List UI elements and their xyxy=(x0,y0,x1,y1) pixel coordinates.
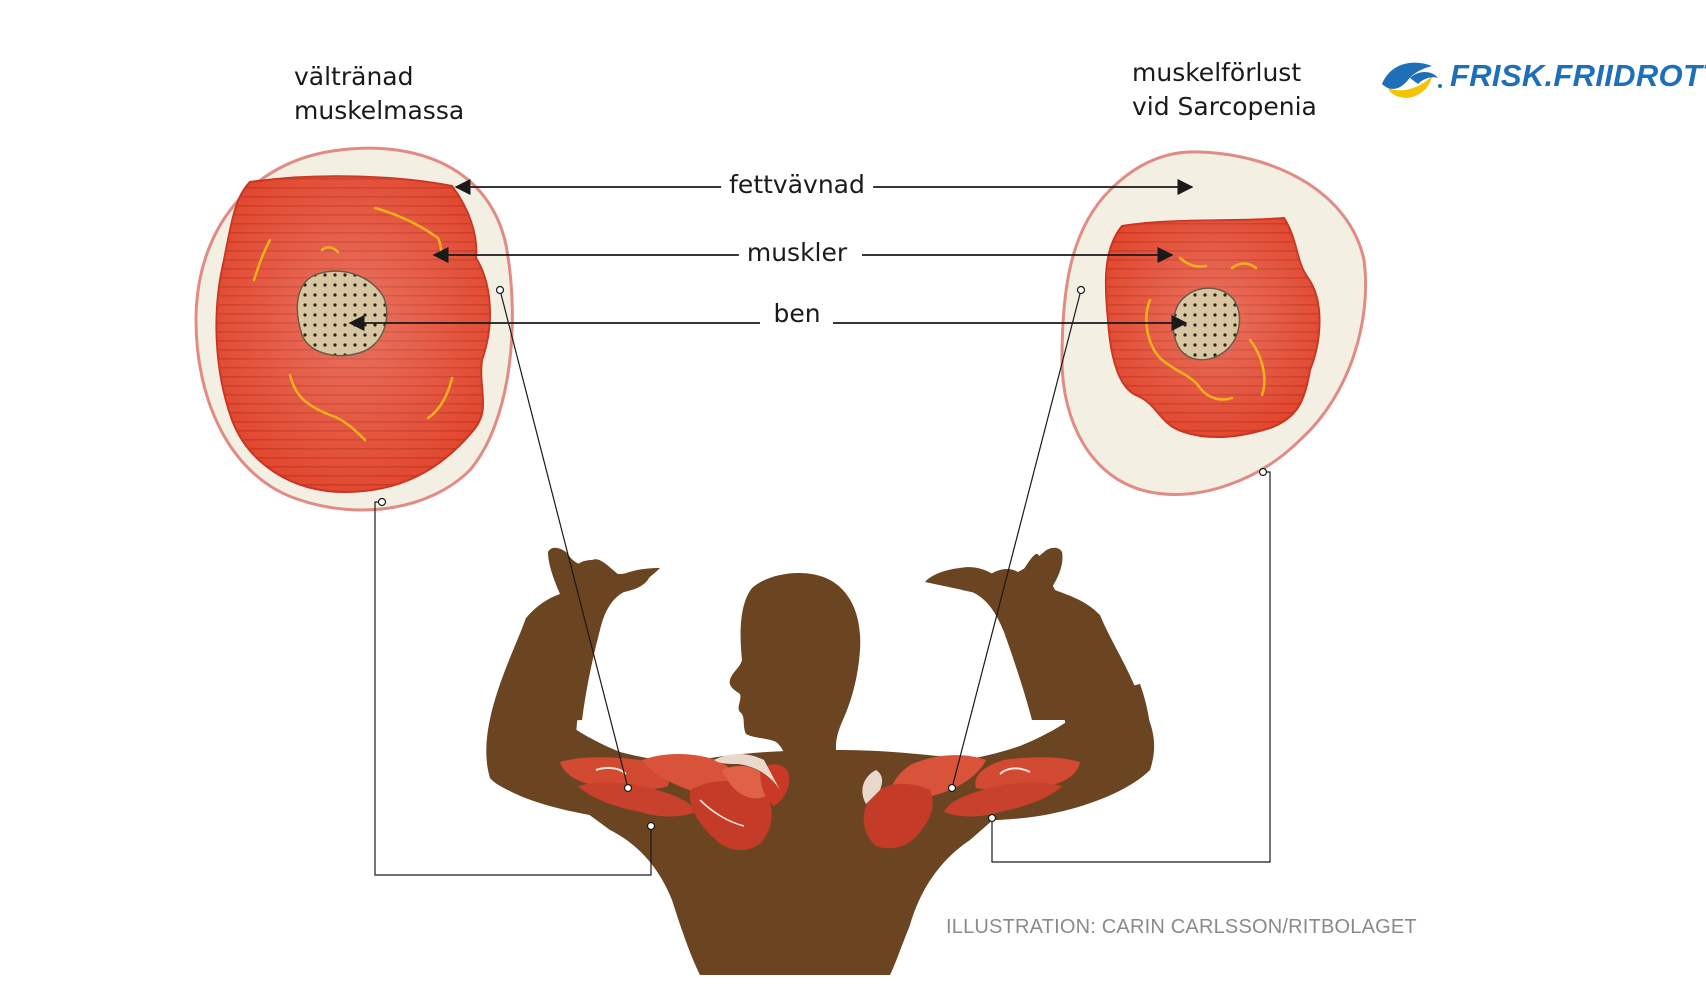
right-blood-vessels xyxy=(1145,256,1266,401)
label-arrows xyxy=(348,178,1194,332)
left-cross-section xyxy=(194,146,514,512)
right-shoulder-muscles xyxy=(862,755,1080,849)
right-heading: muskelförlust vid Sarcopenia xyxy=(1132,56,1317,124)
right-heading-line1: muskelförlust xyxy=(1132,58,1302,87)
connector-lines xyxy=(374,289,1271,876)
left-heading: vältränad muskelmassa xyxy=(294,60,464,128)
right-heading-line2: vid Sarcopenia xyxy=(1132,92,1317,121)
connector-points xyxy=(377,285,1268,831)
left-bone xyxy=(296,270,388,357)
left-heading-line1: vältränad xyxy=(294,62,414,91)
muscle-label: muskler xyxy=(738,238,856,268)
logo-icon xyxy=(1382,62,1442,98)
left-shoulder-muscles xyxy=(560,754,790,851)
head xyxy=(729,573,861,780)
left-heading-line2: muskelmassa xyxy=(294,96,465,125)
right-forearm xyxy=(940,547,1091,720)
right-cross-section xyxy=(1060,150,1368,496)
fat-tissue-label: fettvävnad xyxy=(721,170,873,200)
illustration-credit: ILLUSTRATION: CARIN CARLSSON/RITBOLAGET xyxy=(946,916,1417,938)
torso xyxy=(486,553,1155,975)
logo: FRISK.FRIIDROTT xyxy=(1444,56,1706,96)
logo-text: FRISK.FRIIDROTT xyxy=(1450,58,1706,93)
bone-label: ben xyxy=(765,299,829,329)
